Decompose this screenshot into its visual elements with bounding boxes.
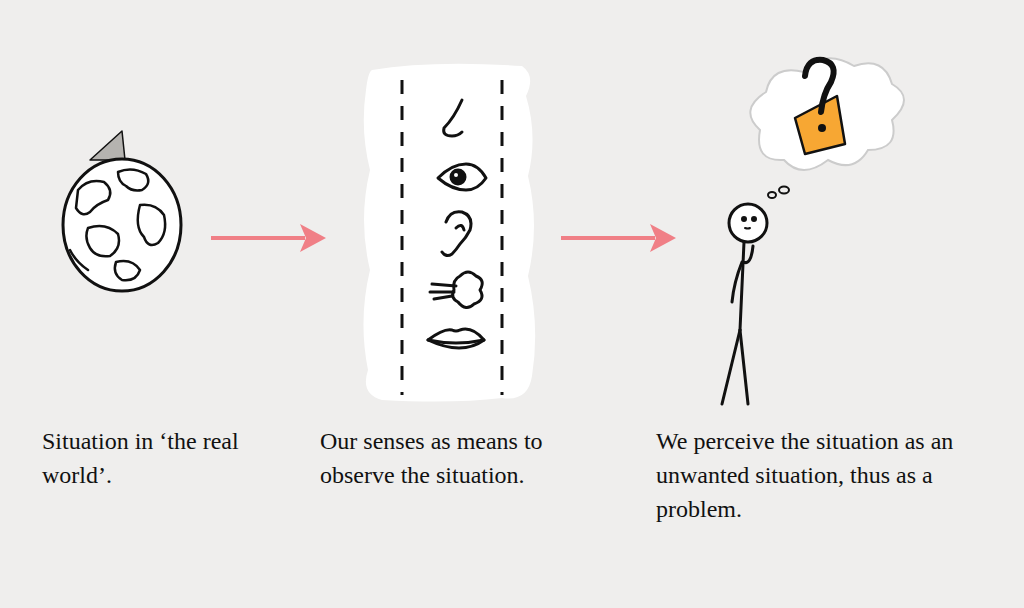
caption: Our senses as means to observe the situa… <box>320 424 612 492</box>
caption: We perceive the situation as an unwanted… <box>656 424 996 526</box>
caption: Situation in ‘the real world’. <box>42 424 257 492</box>
thought-cloud <box>750 58 904 170</box>
thinking-person <box>722 187 789 405</box>
sense-icons <box>428 100 486 348</box>
senses-panel <box>363 64 535 402</box>
globe-drawing <box>63 131 181 291</box>
